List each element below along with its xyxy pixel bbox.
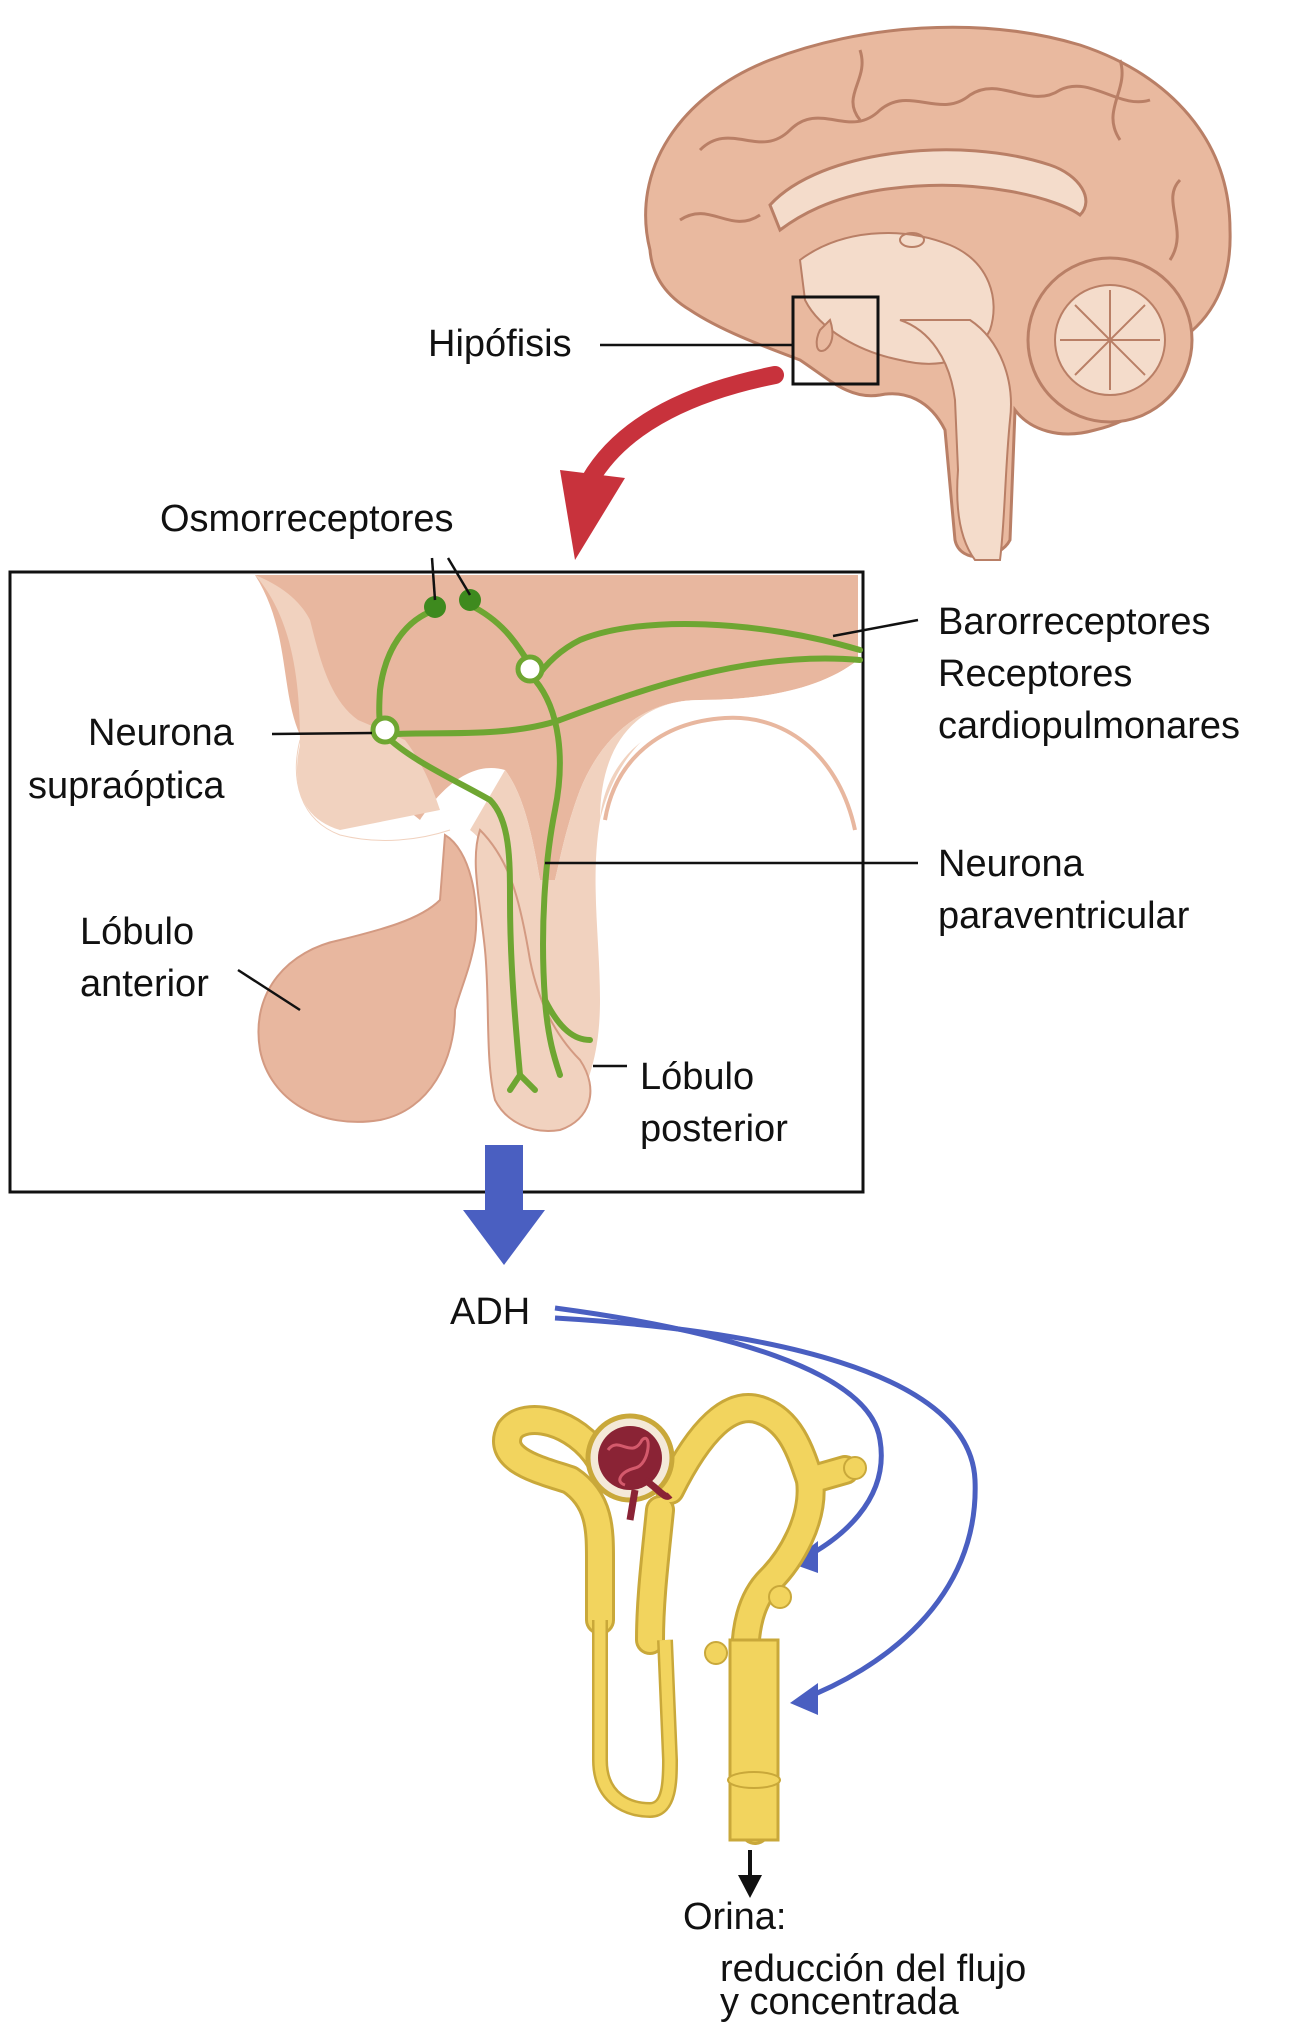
osmoreceptor-2 [459, 589, 481, 611]
urine-arrow [738, 1850, 762, 1898]
label-neurona-paraventricular-2: paraventricular [938, 892, 1189, 940]
label-neurona-supraoptica-2: supraóptica [28, 762, 224, 810]
label-receptores-cardiopulmonares-2: cardiopulmonares [938, 702, 1240, 750]
label-orina: Orina: [683, 1893, 786, 1941]
label-neurona-supraoptica-1: Neurona [88, 709, 234, 757]
paraventricular-neuron-body [518, 657, 542, 681]
supraoptic-neuron-body [373, 718, 397, 742]
label-lobulo-posterior-2: posterior [640, 1105, 788, 1153]
label-osmorreceptores: Osmorreceptores [160, 495, 454, 543]
arrow-head-2 [790, 1683, 818, 1715]
label-orina-concentrada: y concentrada [720, 1980, 959, 2024]
red-arrow [560, 375, 775, 560]
label-lobulo-anterior-2: anterior [80, 960, 209, 1008]
label-neurona-paraventricular-1: Neurona [938, 840, 1084, 888]
label-lobulo-anterior-1: Lóbulo [80, 908, 194, 956]
label-adh: ADH [450, 1288, 530, 1336]
nephron-illustration [507, 1408, 866, 1840]
label-receptores-cardiopulmonares-1: Receptores [938, 650, 1132, 698]
label-hipofisis: Hipófisis [428, 320, 572, 368]
label-lobulo-posterior-1: Lóbulo [640, 1053, 754, 1101]
label-barorreceptores: Barorreceptores [938, 598, 1210, 646]
brain-illustration [646, 27, 1231, 560]
